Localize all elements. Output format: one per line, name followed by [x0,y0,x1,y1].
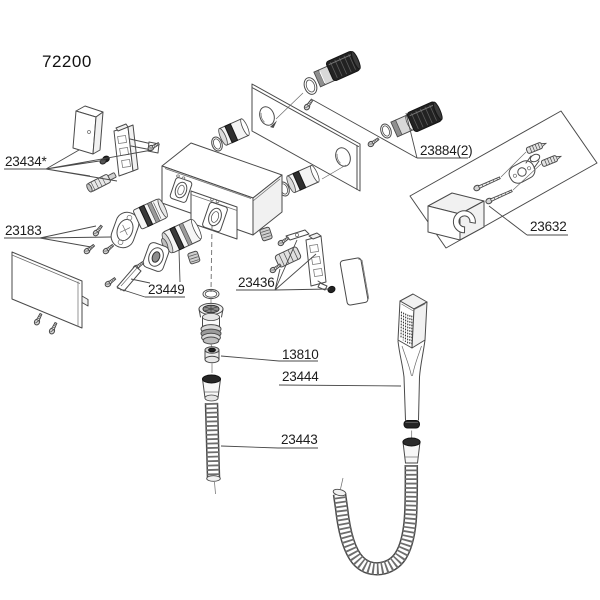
mounting-bracket-assembly-left [72,105,161,193]
callout-23632: 23632 [530,219,567,234]
callout-23183: 23183 [5,223,42,238]
cartridge-cluster [82,198,202,292]
valve-body [161,142,283,293]
cover-panel-left [11,251,89,336]
handshower-holder-kit [409,110,598,249]
hose-connector-left [201,374,222,402]
valve-seat-right [276,164,320,198]
callout-23436: 23436 [238,275,275,290]
cover-panel-right [339,257,370,306]
shower-hose-straight [204,402,221,495]
escutcheon-plate [251,83,361,192]
callout-23443: 23443 [281,432,318,447]
handshower [397,293,428,438]
handle-assembly-top [302,50,361,112]
callout-23884: 23884(2) [420,143,473,158]
callout-23434: 23434* [5,154,47,169]
diverter-bracket-assembly [268,229,336,294]
model-number-label: 72200 [42,52,92,71]
hose-connector-right [402,437,421,464]
callout-23444: 23444 [282,369,319,384]
callout-leader-lines [4,99,568,449]
valve-seat-upper [209,118,250,153]
outlet-assembly [198,288,224,348]
callout-23449: 23449 [148,282,185,297]
adapter-nut [204,346,220,373]
callout-13810: 13810 [282,347,319,362]
handle-assembly-right [366,101,443,149]
shower-hose-curved [332,464,419,576]
